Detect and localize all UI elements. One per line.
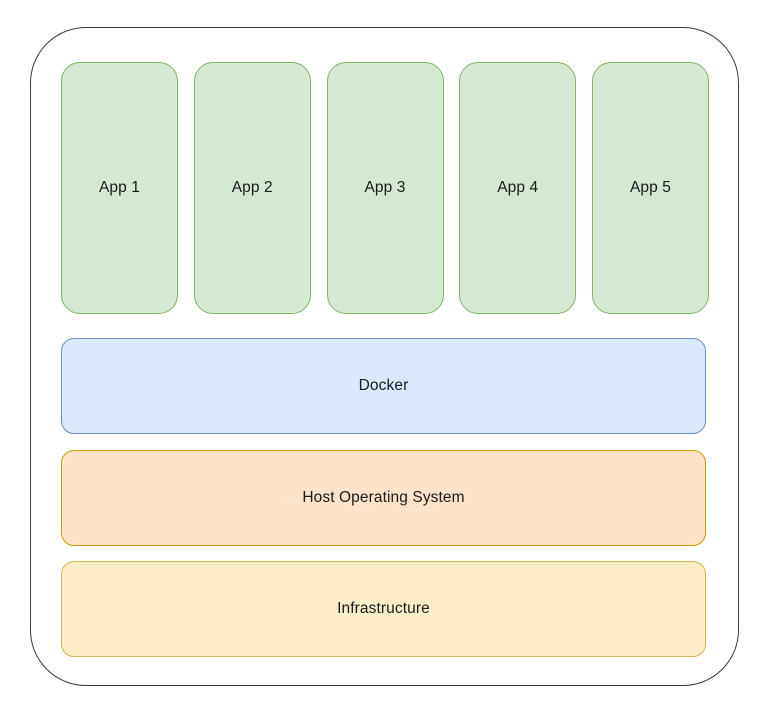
layer-docker[interactable]: Docker: [61, 338, 706, 434]
app-box-label: App 2: [231, 179, 273, 197]
layer-infrastructure[interactable]: Infrastructure: [61, 561, 706, 657]
app-box-label: App 3: [364, 179, 406, 197]
app-box[interactable]: App 1: [61, 62, 178, 314]
app-box-label: App 4: [497, 179, 539, 197]
app-box[interactable]: App 2: [193, 62, 311, 314]
app-box-label: App 1: [98, 179, 140, 197]
application-layer-row: App 1 App 2 App 3 App 4 App 5: [61, 62, 709, 314]
app-box[interactable]: App 5: [592, 62, 709, 314]
layer-host-operating-system[interactable]: Host Operating System: [61, 450, 706, 546]
layer-host-operating-system-label: Host Operating System: [302, 489, 465, 507]
app-box[interactable]: App 3: [326, 62, 444, 314]
layer-stack: App 1 App 2 App 3 App 4 App 5 Docker Hos…: [61, 62, 709, 657]
layer-docker-label: Docker: [358, 377, 409, 395]
app-box-label: App 5: [629, 179, 671, 197]
layer-infrastructure-label: Infrastructure: [337, 600, 430, 618]
app-box[interactable]: App 4: [459, 62, 577, 314]
